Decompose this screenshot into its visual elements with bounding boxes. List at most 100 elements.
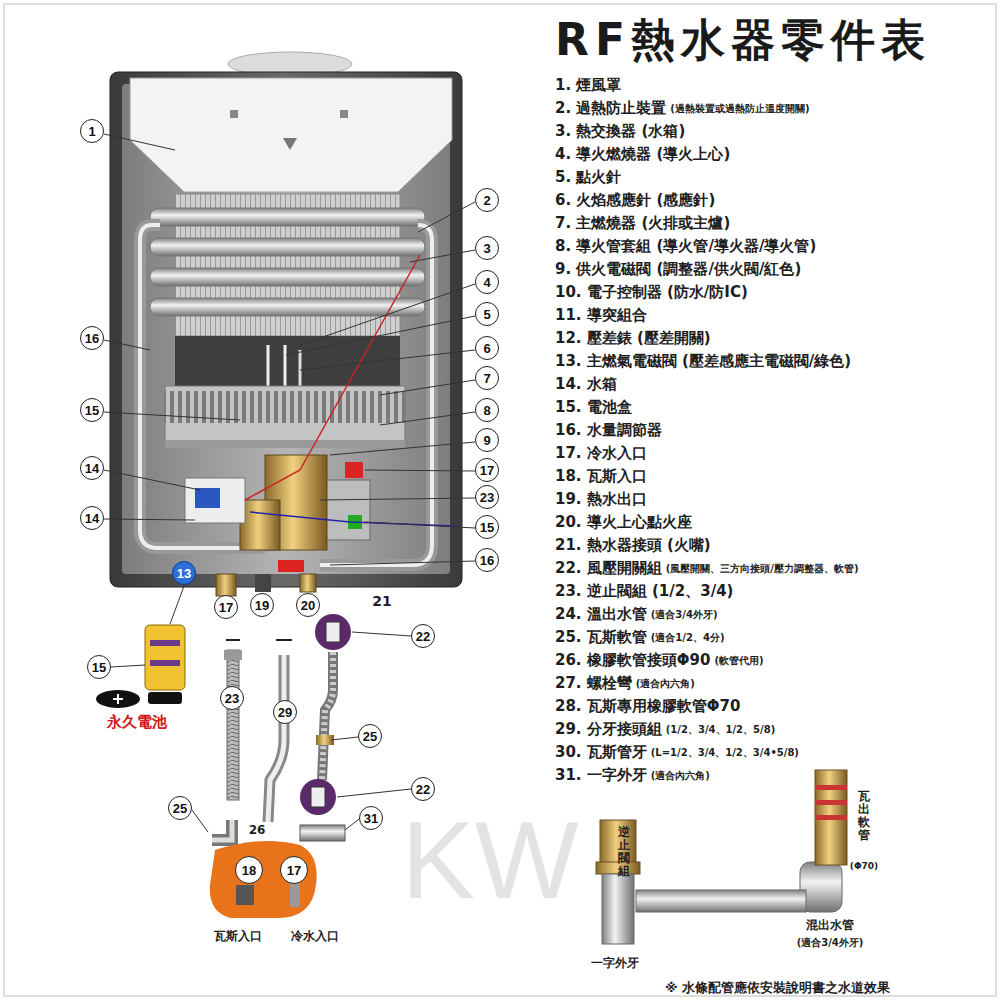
callout-number: 14 (80, 506, 104, 530)
callout-text: 29 (278, 706, 292, 719)
callout-text: 15 (92, 661, 106, 674)
part-item: 20. 導火上心點火座 (555, 513, 692, 531)
inlet-label: 冷水入口 (291, 929, 339, 943)
part-item: 9. 供火電磁閥 (調整器/供火閥/紅色) (555, 260, 801, 278)
callout-number: 2 (475, 188, 499, 212)
part-item: 21. 熱水器接頭 (火嘴) (555, 536, 711, 554)
callout-text: 14 (85, 512, 99, 525)
part-note: (適合3/4外牙) (651, 609, 718, 621)
part-item: 5. 點火針 (555, 168, 621, 186)
callout-number: 5 (475, 302, 499, 326)
callout-number: 3 (475, 236, 499, 260)
callout-text: 17 (480, 464, 494, 477)
callout-number: 15 (87, 655, 111, 679)
part-note: (風壓開關、三方向接頭/壓力調整器、軟管) (666, 563, 859, 575)
callout-number: 29 (273, 700, 297, 724)
callout-text: 9 (483, 434, 490, 447)
callout-number: 17 (214, 595, 238, 619)
callout-number: 9 (475, 428, 499, 452)
part-item: 17. 冷水入口 (555, 444, 647, 462)
part-item: 26. 橡膠軟管接頭Φ90 (555, 651, 710, 669)
part-item: 30. 瓦斯管牙 (555, 743, 647, 761)
callout-number: 19 (250, 593, 274, 617)
callout-number: 7 (475, 366, 499, 390)
part-item: 3. 熱交換器 (水箱) (555, 122, 685, 140)
callout-number: 31 (359, 806, 383, 830)
callout-text: 1 (88, 125, 95, 138)
callout-text: 19 (255, 599, 269, 612)
part-note: (L=1/2、3/4、1/2、3/4•5/8) (651, 747, 799, 759)
callout-number: 23 (220, 686, 244, 710)
callout-number: 15 (475, 515, 499, 539)
part-note: (適合1/2、4分) (651, 632, 725, 644)
part-item: 23. 逆止閥組 (1/2、3/4) (555, 582, 733, 600)
callout-text: 25 (173, 802, 187, 815)
callout-number: 25 (358, 724, 382, 748)
part-item: 12. 壓差錶 (壓差開關) (555, 329, 711, 347)
fitting-label: 一字外牙 (591, 956, 639, 970)
part-item: 15. 電池盒 (555, 398, 632, 416)
callout-number: 18 (235, 856, 263, 884)
callout-text: 16 (480, 554, 494, 567)
callout-number: 13 (172, 561, 196, 585)
callout-text: 20 (301, 599, 315, 612)
callout-number: 17 (280, 856, 308, 884)
part-item: 10. 電子控制器 (防水/防IC) (555, 283, 748, 301)
part-note: (適合內六角) (651, 770, 710, 782)
part-item: 4. 導火燃燒器 (導火上心) (555, 145, 730, 163)
callout-number: 16 (80, 326, 104, 350)
callout-number: 17 (475, 458, 499, 482)
part-note: (適合內六角) (636, 678, 695, 690)
part-item: 29. 分牙接頭組 (555, 720, 662, 738)
callout-text: 4 (483, 276, 490, 289)
callout-number: 25 (168, 796, 192, 820)
callout-number: 22 (411, 777, 435, 801)
install-note: ※ 水條配管應依安裝說明書之水道效果 (665, 980, 890, 996)
callout-text: 3 (483, 242, 490, 255)
fitting-note: (Φ70) (850, 861, 878, 872)
part-item: 19. 熱水出口 (555, 490, 647, 508)
part-item: 22. 風壓開關組 (555, 559, 662, 577)
part-item: 2. 過熱防止裝置 (555, 99, 666, 117)
callout-text: 5 (483, 308, 490, 321)
callout-number: 26 (249, 823, 266, 837)
fitting-note: (適合3/4外牙) (797, 937, 864, 949)
part-item: 24. 溫出水管 (555, 605, 647, 623)
fitting-label: 瓦出軟管 (858, 790, 870, 843)
callout-text: 17 (219, 601, 233, 614)
part-item: 8. 導火管套組 (導火管/導火器/導火管) (555, 237, 816, 255)
callout-text: 22 (416, 630, 430, 643)
part-item: 11. 導突組合 (555, 306, 647, 324)
callout-number: 20 (296, 593, 320, 617)
part-item: 31. 一字外牙 (555, 766, 647, 784)
callout-text: 6 (483, 342, 490, 355)
callout-number: 15 (80, 398, 104, 422)
callout-text: 13 (177, 567, 191, 580)
callout-text: 15 (480, 521, 494, 534)
callout-number: 16 (475, 548, 499, 572)
part-item: 27. 螺栓彎 (555, 674, 632, 692)
watermark: KW (401, 805, 578, 915)
part-item: 18. 瓦斯入口 (555, 467, 647, 485)
part-item: 25. 瓦斯軟管 (555, 628, 647, 646)
battery-label: 永久電池 (107, 713, 167, 731)
part-item: 28. 瓦斯專用橡膠軟管Φ70 (555, 697, 740, 715)
callout-number: 6 (475, 336, 499, 360)
callout-number: 23 (475, 485, 499, 509)
callout-number: 1 (80, 119, 104, 143)
callout-number: 14 (80, 456, 104, 480)
part-item: 1. 煙風罩 (555, 76, 621, 94)
part-item: 13. 主燃氣電磁閥 (壓差感應主電磁閥/綠色) (555, 352, 851, 370)
part-note: (1/2、3/4、1/2、5/8) (666, 724, 775, 736)
part-note: (過熱裝置或過熱防止溫度開關) (670, 103, 809, 115)
inlet-label: 瓦斯入口 (214, 929, 262, 943)
callout-text: 16 (85, 332, 99, 345)
callout-number: 22 (411, 624, 435, 648)
callout-number: 21 (372, 593, 391, 610)
part-note: (軟管代用) (714, 655, 763, 667)
callout-text: 7 (483, 372, 490, 385)
callout-text: 17 (287, 864, 301, 877)
callout-text: 18 (242, 864, 256, 877)
callout-text: 2 (483, 194, 490, 207)
